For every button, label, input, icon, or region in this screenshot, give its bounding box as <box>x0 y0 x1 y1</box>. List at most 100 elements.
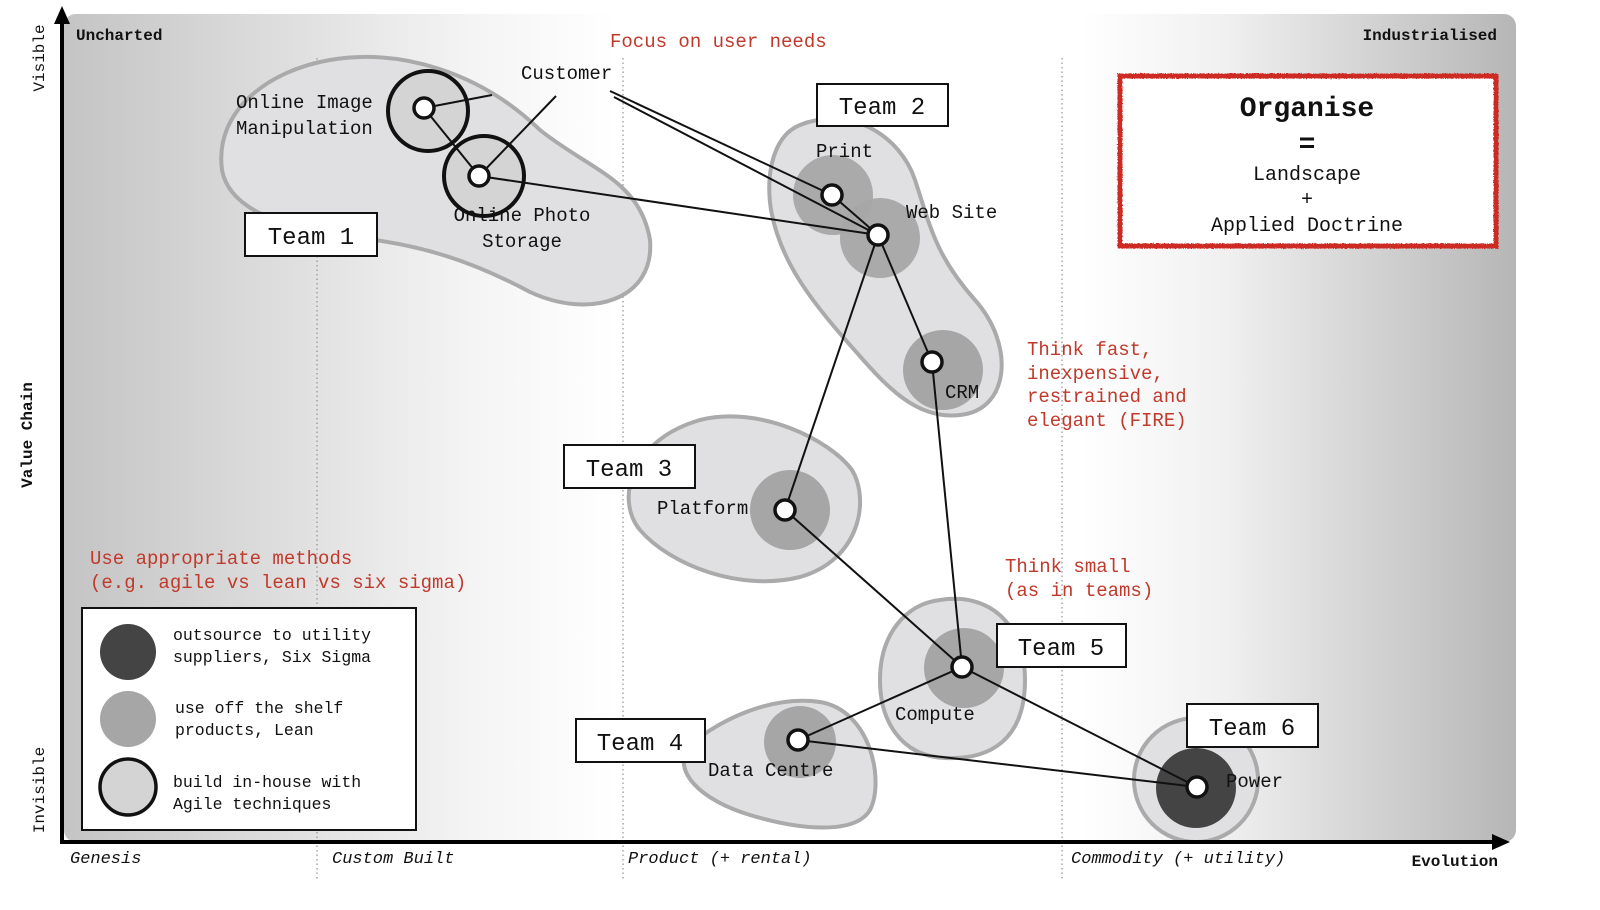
team-5-label: Team 5 <box>996 623 1127 668</box>
small-line: Think small <box>1005 556 1130 578</box>
ops-label: Online Photo <box>454 205 591 227</box>
legend-utility-text: outsource to utility <box>173 626 371 645</box>
component-nodes <box>412 96 1209 799</box>
industrialised-label: Industrialised <box>1363 27 1497 45</box>
methods-line: (e.g. agile vs lean vs six sigma) <box>90 572 466 594</box>
methods-annotation: Use appropriate methods (e.g. agile vs l… <box>90 548 466 594</box>
crm-label: CRM <box>945 382 979 404</box>
legend-product-text: use off the shelf <box>175 699 343 718</box>
oim-node <box>412 96 436 120</box>
stage-genesis-label: Genesis <box>70 850 141 869</box>
legend: outsource to utility suppliers, Six Sigm… <box>81 607 417 831</box>
team-label-text: Team 2 <box>839 95 925 122</box>
fire-line: inexpensive, <box>1027 363 1164 385</box>
legend-product-text: products, Lean <box>175 721 314 740</box>
organise-title: Organise <box>1240 94 1374 125</box>
link-datacentre-power <box>797 739 1198 788</box>
methods-line: Use appropriate methods <box>90 548 352 570</box>
link-website-crm <box>877 234 933 363</box>
team-6-label: Team 6 <box>1186 703 1319 748</box>
team-1-label: Team 1 <box>244 212 378 257</box>
customer-label: Customer <box>521 63 612 85</box>
website-label: Web Site <box>906 202 997 224</box>
link-customer-ops <box>478 95 557 177</box>
fire-line: elegant (FIRE) <box>1027 410 1187 432</box>
fire-line: Think fast, <box>1027 339 1152 361</box>
link-customer-website <box>613 96 879 236</box>
team-label-box <box>563 444 696 489</box>
link-compute-power <box>961 666 1198 788</box>
x-axis-title: Evolution <box>1412 853 1498 871</box>
team-label-box <box>816 83 949 127</box>
organise-box: Organise = Landscape + Applied Doctrine <box>1117 73 1499 249</box>
power-node <box>1185 775 1209 799</box>
team-label-box <box>575 718 706 763</box>
datacentre-node <box>786 728 810 752</box>
team-labels: Team 1 Team 2 Team 3 Team 4 Team 5 Team … <box>244 83 1319 763</box>
compute-label: Compute <box>895 704 975 726</box>
link-website-platform <box>784 234 879 511</box>
oim-label: Manipulation <box>236 118 373 140</box>
team-3-label: Team 3 <box>563 444 696 489</box>
platform-label: Platform <box>657 498 748 520</box>
organise-equals: = <box>1299 130 1316 161</box>
team-label-box <box>996 623 1127 668</box>
x-axis-arrowhead <box>1492 834 1510 850</box>
y-axis-arrowhead <box>54 6 70 24</box>
small-line: (as in teams) <box>1005 580 1153 602</box>
link-oim-ops <box>423 107 480 177</box>
fire-line: restrained and <box>1027 386 1187 408</box>
platform-node <box>773 498 797 522</box>
team-label-box <box>1186 703 1319 748</box>
crm-node <box>920 350 944 374</box>
stage-commodity-label: Commodity (+ utility) <box>1071 850 1285 869</box>
axes <box>54 6 1510 850</box>
organise-landscape: Landscape <box>1253 164 1361 187</box>
team-2-label: Team 2 <box>816 83 949 127</box>
legend-inhouse-swatch <box>98 757 158 817</box>
team-4-label: Team 4 <box>575 718 706 763</box>
link-ops-website <box>478 175 879 236</box>
uncharted-label: Uncharted <box>76 27 162 45</box>
print-node <box>820 183 844 207</box>
link-customer-print <box>609 90 833 196</box>
fire-annotation: Think fast, inexpensive, restrained and … <box>1027 339 1187 432</box>
crm-product-circle <box>903 330 983 410</box>
legend-utility-text: suppliers, Six Sigma <box>173 648 371 667</box>
team-label-box <box>244 212 378 257</box>
y-axis-visible-label: Visible <box>31 24 49 91</box>
datacentre-label: Data Centre <box>708 760 833 782</box>
team-label-text: Team 4 <box>597 731 683 758</box>
team-label-text: Team 5 <box>1018 636 1104 663</box>
dependency-links <box>423 90 1198 788</box>
team-label-text: Team 1 <box>268 225 354 252</box>
team-label-text: Team 6 <box>1209 716 1295 743</box>
ops-label: Storage <box>482 231 562 253</box>
ops-node <box>467 164 491 188</box>
stage-custom-label: Custom Built <box>332 850 454 869</box>
focus-annotation: Focus on user needs <box>610 31 827 53</box>
y-axis-invisible-label: Invisible <box>31 747 49 833</box>
power-label: Power <box>1226 771 1283 793</box>
organise-plus: + <box>1301 189 1313 212</box>
small-annotation: Think small (as in teams) <box>1005 556 1153 602</box>
organise-box-frame <box>1117 73 1499 249</box>
legend-inhouse-text: build in-house with <box>173 773 361 792</box>
stage-product-label: Product (+ rental) <box>628 850 812 869</box>
oim-label: Online Image <box>236 92 373 114</box>
website-node <box>866 223 890 247</box>
y-axis-title: Value Chain <box>19 382 37 488</box>
legend-product-swatch <box>100 691 156 747</box>
print-label: Print <box>816 141 873 163</box>
link-crm-compute <box>931 361 963 668</box>
compute-node <box>950 655 974 679</box>
legend-inhouse-text: Agile techniques <box>173 795 331 814</box>
link-compute-datacentre <box>797 666 963 741</box>
team1-blob <box>219 55 653 307</box>
team-label-text: Team 3 <box>586 457 672 484</box>
organise-doctrine: Applied Doctrine <box>1211 215 1403 238</box>
link-platform-compute <box>784 509 963 668</box>
legend-utility-swatch <box>100 624 156 680</box>
component-labels: Customer Online Image Manipulation Onlin… <box>236 63 1283 793</box>
